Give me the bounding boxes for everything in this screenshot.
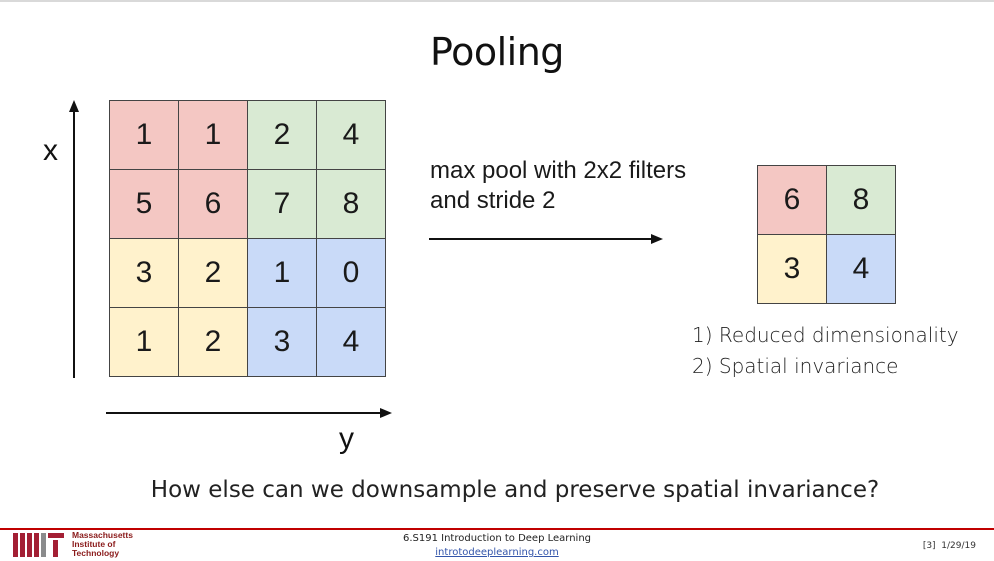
operation-line-2: and stride 2: [430, 187, 556, 214]
input-grid-cell: 1: [179, 101, 248, 170]
mit-wordmark: Massachusetts Institute of Technology: [72, 531, 133, 558]
pooling-arrow: [429, 234, 663, 244]
mit-name-line: Institute of: [72, 539, 116, 549]
slide-title: Pooling: [430, 30, 564, 74]
operation-description: max pool with 2x2 filters and stride 2: [430, 156, 730, 216]
x-axis-label: x: [43, 134, 58, 167]
mit-name-line: Technology: [72, 548, 120, 558]
x-axis-arrow: [69, 100, 79, 378]
benefit-item: 2) Spatial invariance: [692, 354, 899, 378]
course-title: 6.S191 Introduction to Deep Learning: [402, 533, 592, 544]
input-grid-cell: 6: [179, 170, 248, 239]
input-grid-cell: 2: [179, 239, 248, 308]
benefit-item: 1) Reduced dimensionality: [692, 323, 959, 347]
input-grid-cell: 5: [110, 170, 179, 239]
input-grid-cell: 1: [110, 101, 179, 170]
y-axis-arrow: [106, 408, 392, 418]
input-grid-cell: 0: [317, 239, 386, 308]
input-grid-cell: 3: [110, 239, 179, 308]
mit-logo: [13, 533, 64, 557]
mit-name-line: Massachusetts: [72, 530, 133, 540]
input-grid-cell: 4: [317, 101, 386, 170]
slide-date: 1/29/19: [941, 541, 976, 551]
input-grid-cell: 2: [248, 101, 317, 170]
input-grid-cell: 7: [248, 170, 317, 239]
input-grid-cell: 3: [248, 308, 317, 377]
output-grid-cell: 4: [827, 235, 896, 304]
input-grid-cell: 2: [179, 308, 248, 377]
operation-line-1: max pool with 2x2 filters: [430, 157, 687, 184]
top-rule: [0, 0, 994, 2]
slide-number: [3]: [922, 541, 936, 551]
output-grid-cell: 8: [827, 166, 896, 235]
y-axis-label: y: [339, 422, 354, 455]
input-grid-cell: 1: [248, 239, 317, 308]
input-grid-cell: 1: [110, 308, 179, 377]
output-grid-cell: 6: [758, 166, 827, 235]
input-grid-cell: 8: [317, 170, 386, 239]
benefits-list: 1) Reduced dimensionality 2) Spatial inv…: [692, 320, 959, 382]
slide-meta: [3] 1/29/19: [923, 541, 976, 551]
output-grid-cell: 3: [758, 235, 827, 304]
course-info: 6.S191 Introduction to Deep Learning int…: [0, 533, 994, 558]
input-grid-cell: 4: [317, 308, 386, 377]
course-website-link[interactable]: introtodeeplearning.com: [435, 547, 559, 558]
question-text: How else can we downsample and preserve …: [150, 477, 880, 503]
footer-rule: [0, 528, 994, 530]
